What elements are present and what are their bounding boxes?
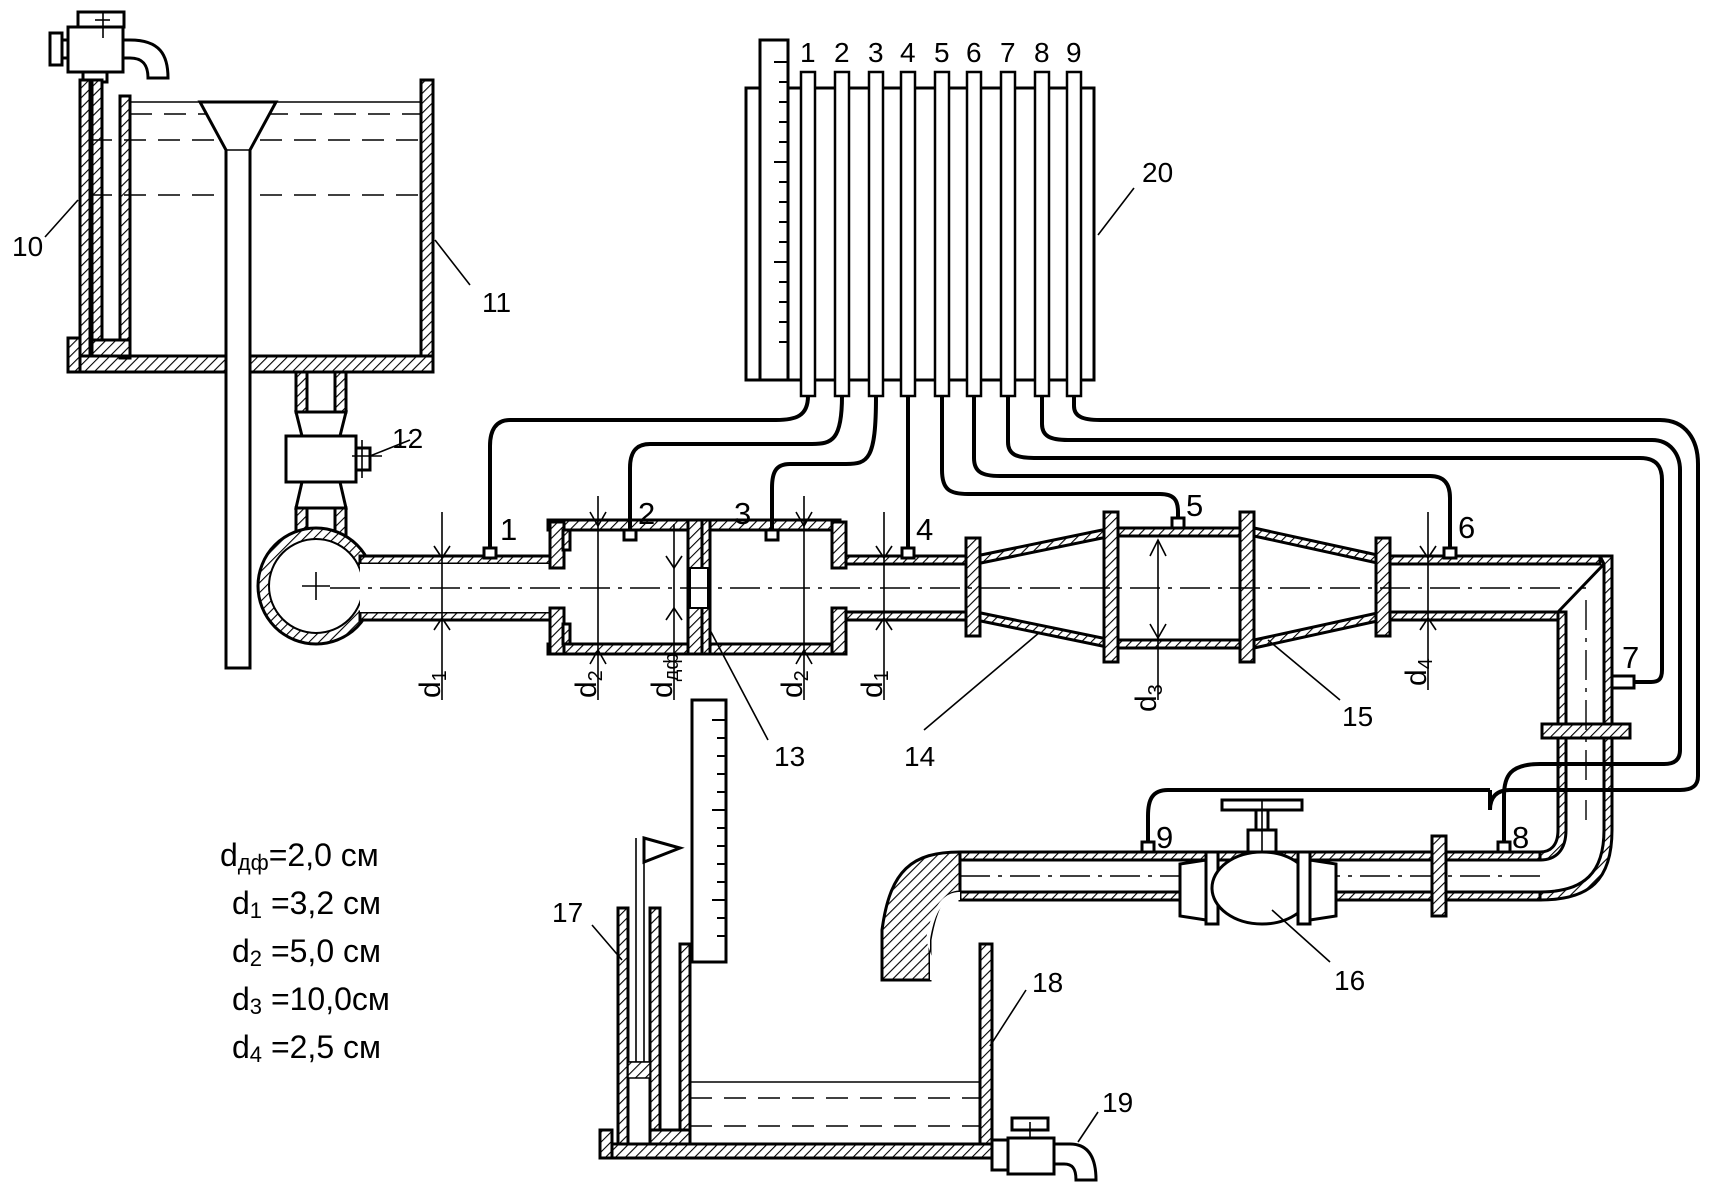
piezometer-tube xyxy=(965,70,983,398)
callout-18: 18 xyxy=(1032,967,1063,998)
diameter-label-d3: d3 xyxy=(1130,684,1167,712)
tap-number: 9 xyxy=(1156,820,1173,855)
callout-19: 19 xyxy=(1102,1087,1133,1118)
tap-number: 8 xyxy=(1512,820,1529,855)
tap-number-labels: 1 2 3 4 5 6 7 8 9 xyxy=(500,488,1639,855)
pipe-taps xyxy=(482,516,1636,854)
callout-16: 16 xyxy=(1334,965,1365,996)
callout-labels: 10 11 12 13 14 15 16 17 18 19 20 xyxy=(12,157,1373,1118)
legend-row: dдф=2,0 см xyxy=(220,837,379,875)
legend-row: d3 =10,0см xyxy=(232,981,390,1019)
diameter-label-d4: d4 xyxy=(1400,658,1437,686)
piezometer-tube xyxy=(899,70,917,398)
diameter-labels: d1 d2 dдф d2 d1 d3 d4 xyxy=(414,653,1437,712)
callout-14: 14 xyxy=(904,741,935,772)
callout-12: 12 xyxy=(392,423,423,454)
piezometer-tube xyxy=(799,70,817,398)
tap-number: 7 xyxy=(1622,640,1639,675)
piezometer-tube xyxy=(1065,70,1083,398)
piezometer-number: 6 xyxy=(966,37,982,68)
callout-11: 11 xyxy=(482,287,511,318)
callout-15: 15 xyxy=(1342,701,1373,732)
tap-number: 2 xyxy=(638,496,655,531)
legend-row: d4 =2,5 см xyxy=(232,1029,381,1067)
piezometer-number: 3 xyxy=(868,37,884,68)
return-pipeline xyxy=(880,798,1542,982)
callout-10: 10 xyxy=(12,231,43,262)
diameter-label-d2: d2 xyxy=(776,670,813,698)
diameter-legend: dдф=2,0 см d1 =3,2 см d2 =5,0 см d3 =10,… xyxy=(220,837,390,1067)
supply-tap xyxy=(48,10,170,84)
piezometer-board xyxy=(744,38,1096,398)
piezometer-number: 9 xyxy=(1066,37,1082,68)
tap-number: 3 xyxy=(734,496,751,531)
piezometer-number: 8 xyxy=(1034,37,1050,68)
callout-17: 17 xyxy=(552,897,583,928)
diameter-label-d1: d1 xyxy=(414,670,451,698)
piezometer-tube xyxy=(999,70,1017,398)
piezometer-tube xyxy=(833,70,851,398)
piezometer-tube xyxy=(933,70,951,398)
callout-20: 20 xyxy=(1142,157,1173,188)
tap-number: 1 xyxy=(500,512,517,547)
piezometer-hoses xyxy=(488,395,1700,852)
legend-row: d2 =5,0 см xyxy=(232,933,381,971)
inlet-valve xyxy=(284,370,411,540)
diameter-label-ddf: dдф xyxy=(646,653,683,698)
tap-number: 5 xyxy=(1186,488,1203,523)
piezometer-tube xyxy=(1033,70,1051,398)
legend-row: d1 =3,2 см xyxy=(232,885,381,923)
callout-13: 13 xyxy=(774,741,805,772)
tap-number: 4 xyxy=(916,512,933,547)
diameter-dimensions xyxy=(433,496,1437,700)
receiving-tank xyxy=(598,698,1098,1182)
piezometer-tube xyxy=(867,70,885,398)
piezometer-number: 2 xyxy=(834,37,850,68)
piezometer-number: 1 xyxy=(800,37,816,68)
piezometer-number: 4 xyxy=(900,37,916,68)
diameter-label-d1: d1 xyxy=(856,670,893,698)
tap-number: 6 xyxy=(1458,510,1475,545)
diameter-label-d2: d2 xyxy=(570,670,607,698)
piezometer-number: 5 xyxy=(934,37,950,68)
funnel-tube xyxy=(197,100,279,670)
inlet-bulb xyxy=(256,526,376,646)
piezometer-number: 7 xyxy=(1000,37,1016,68)
piezometer-number-labels: 1 2 3 4 5 6 7 8 9 xyxy=(800,37,1082,68)
leader-lines xyxy=(44,187,1341,1143)
